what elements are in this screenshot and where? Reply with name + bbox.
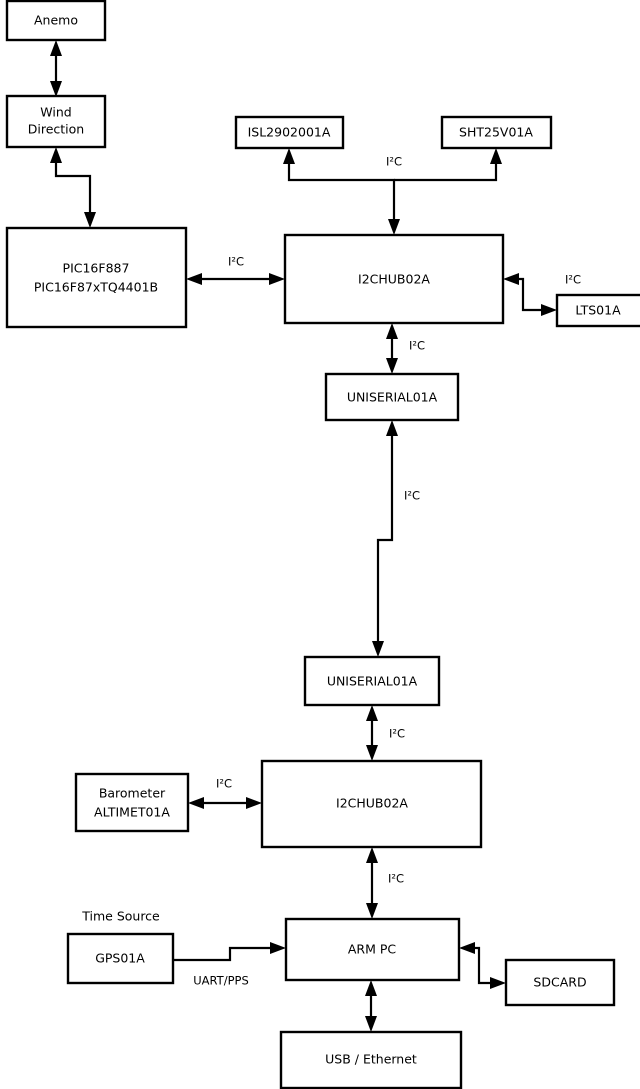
edge-label-hub-armpc: I²C — [388, 872, 404, 886]
edge-wind-pic-line — [54, 160, 92, 218]
node-gps01a-label: GPS01A — [95, 951, 145, 966]
node-i2chub02a-bottom[interactable]: I2CHUB02A — [260, 759, 483, 849]
arrowhead-down-pic — [84, 212, 96, 228]
edge-anemo-wind-direction — [50, 40, 62, 97]
node-isl2902001a-label: ISL2902001A — [248, 125, 331, 140]
edge-hub-bottom-arm-pc: I²C — [366, 847, 404, 919]
label-time-source: Time Source — [81, 909, 160, 924]
node-sdcard-label: SDCARD — [533, 975, 586, 990]
edge-label-gps-armpc: UART/PPS — [193, 974, 249, 988]
node-anemo-label: Anemo — [34, 13, 78, 28]
node-arm-pc[interactable]: ARM PC — [284, 917, 461, 982]
edge-pic-hub-top: I²C — [186, 255, 285, 285]
edge-hub-top-uniserial-top: I²C — [386, 323, 425, 374]
node-barometer-box[interactable] — [74, 772, 190, 833]
node-sht25v01a[interactable]: SHT25V01A — [440, 115, 553, 150]
arrowhead-up-hub-bottom — [366, 847, 378, 863]
node-anemo[interactable]: Anemo — [5, 0, 107, 42]
node-sdcard[interactable]: SDCARD — [504, 958, 616, 1007]
arrowhead-right-lts — [541, 304, 557, 316]
arrowhead-down-uniserial-bottom — [372, 641, 384, 657]
arrowhead-right-sdcard — [490, 977, 506, 989]
arrowhead-up-anemo — [50, 40, 62, 56]
edge-label-baro-hub: I²C — [216, 777, 232, 791]
edge-gps-armpc-line — [173, 946, 276, 962]
arrowhead-left-arm-pc-right — [459, 942, 475, 954]
edge-hub-isl-sht-bus: I²C — [283, 148, 502, 235]
edge-arm-pc-sdcard — [459, 942, 506, 989]
node-gps01a[interactable]: GPS01A — [66, 932, 175, 985]
node-pic[interactable]: PIC16F887 PIC16F87xTQ4401B — [5, 226, 188, 329]
node-pic-label-line2: PIC16F87xTQ4401B — [34, 280, 158, 295]
edge-label-isl-sht-bus: I²C — [386, 155, 402, 169]
node-uniserial01a-bottom-box[interactable] — [303, 655, 441, 707]
arrowhead-right-hub-top — [269, 273, 285, 285]
edge-label-uniserial-link: I²C — [404, 489, 420, 503]
node-uniserial01a-top[interactable]: UNISERIAL01A — [324, 372, 460, 422]
node-isl2902001a[interactable]: ISL2902001A — [234, 115, 345, 150]
edge-label-pic-hub: I²C — [228, 255, 244, 269]
node-pic-label-line1: PIC16F887 — [63, 261, 130, 276]
arrowhead-right-arm-pc — [270, 942, 286, 954]
arrowhead-left-hub-top-right — [503, 273, 519, 285]
arrowhead-up-sht — [490, 148, 502, 164]
node-i2chub02a-top-label: I2CHUB02A — [358, 272, 430, 287]
node-isl2902001a-box[interactable] — [234, 115, 345, 150]
edge-hub-lts: I²C — [503, 273, 581, 316]
node-uniserial01a-bottom-label: UNISERIAL01A — [327, 674, 418, 689]
edge-label-hub-uni-top: I²C — [409, 339, 425, 353]
arrowhead-up-uniserial-bottom — [366, 705, 378, 721]
arrowhead-right-hub-bottom — [246, 797, 262, 809]
arrowhead-down-uniserial-top — [386, 358, 398, 374]
node-sht25v01a-box[interactable] — [440, 115, 553, 150]
node-sdcard-box[interactable] — [504, 958, 616, 1007]
node-uniserial01a-top-label: UNISERIAL01A — [347, 390, 438, 405]
edge-bus-right-branch — [394, 160, 498, 182]
arrowhead-left-pic — [186, 273, 202, 285]
node-gps01a-box[interactable] — [66, 932, 175, 985]
node-usb-ethernet[interactable]: USB / Ethernet — [279, 1030, 463, 1089]
edge-gps-arm-pc: UART/PPS — [173, 942, 286, 988]
arrowhead-down-hub-top — [388, 219, 400, 235]
node-wind-direction-label-line1: Wind — [40, 105, 71, 120]
edge-uniserial-link-line — [376, 430, 394, 647]
arrowhead-down-wind — [50, 81, 62, 97]
node-barometer-label-line1: Barometer — [99, 786, 166, 801]
node-uniserial01a-bottom[interactable]: UNISERIAL01A — [303, 655, 441, 707]
arrowhead-left-barometer — [188, 797, 204, 809]
node-lts01a[interactable]: LTS01A — [555, 293, 640, 328]
arrowhead-down-arm-pc — [366, 903, 378, 919]
edge-wind-direction-pic — [50, 147, 96, 228]
arrowhead-up-wind — [50, 147, 62, 163]
node-barometer[interactable]: Barometer ALTIMET01A — [74, 772, 190, 833]
node-i2chub02a-bottom-label: I2CHUB02A — [336, 796, 408, 811]
node-usb-ethernet-label: USB / Ethernet — [325, 1052, 417, 1067]
edge-uniserial-bottom-hub-bottom: I²C — [366, 705, 405, 761]
edge-arm-pc-usb-ethernet — [365, 980, 377, 1032]
node-lts01a-box[interactable] — [555, 293, 640, 328]
node-i2chub02a-top-box[interactable] — [283, 233, 505, 325]
arrowhead-up-isl — [283, 148, 295, 164]
node-sht25v01a-label: SHT25V01A — [459, 125, 533, 140]
arrowhead-down-hub-bottom — [366, 745, 378, 761]
arrowhead-up-uniserial-top-bottom — [386, 420, 398, 436]
node-barometer-label-line2: ALTIMET01A — [94, 805, 170, 820]
node-arm-pc-box[interactable] — [284, 917, 461, 982]
node-arm-pc-label: ARM PC — [348, 942, 397, 957]
edge-barometer-hub-bottom: I²C — [188, 777, 262, 809]
edge-label-hub-lts: I²C — [565, 273, 581, 287]
node-usb-ethernet-box[interactable] — [279, 1030, 463, 1089]
node-lts01a-label: LTS01A — [575, 303, 621, 318]
node-i2chub02a-top[interactable]: I2CHUB02A — [283, 233, 505, 325]
node-pic-box[interactable] — [5, 226, 188, 329]
node-wind-direction-label-line2: Direction — [28, 122, 84, 137]
node-i2chub02a-bottom-box[interactable] — [260, 759, 483, 849]
arrowhead-down-usb-ethernet — [365, 1016, 377, 1032]
edge-uniserial-link: I²C — [372, 420, 420, 657]
node-wind-direction[interactable]: Wind Direction — [5, 94, 107, 149]
arrowhead-up-hub-top-bottom — [386, 323, 398, 339]
edge-bus-left-branch — [287, 160, 396, 225]
edge-label-uni-hub-bottom: I²C — [389, 727, 405, 741]
arrowhead-up-arm-pc-bottom — [365, 980, 377, 996]
